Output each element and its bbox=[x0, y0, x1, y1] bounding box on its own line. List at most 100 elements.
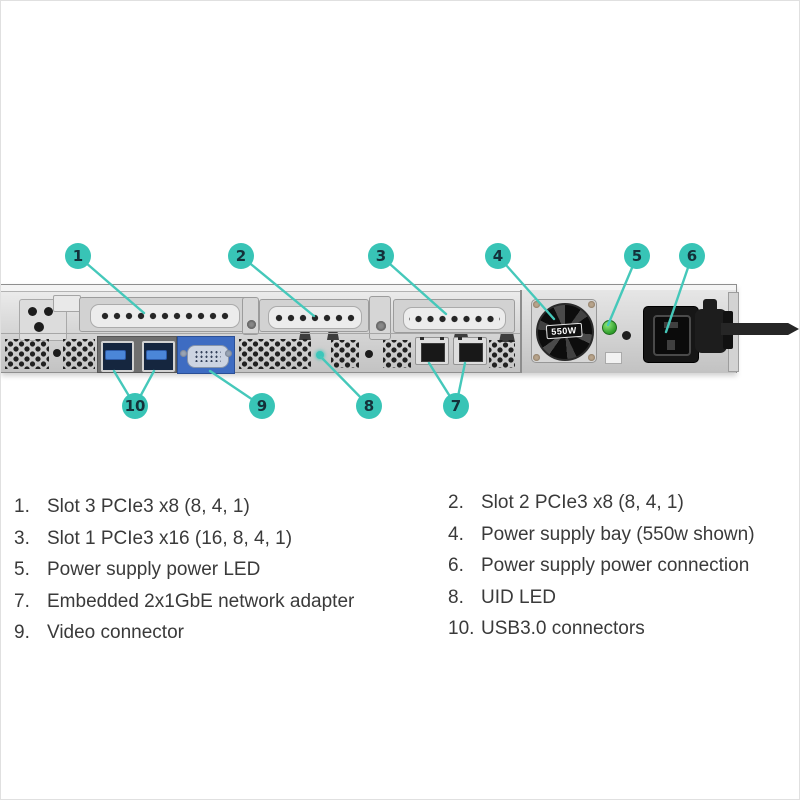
screw-hole bbox=[365, 350, 373, 358]
pcie-slot2-cover bbox=[268, 306, 362, 329]
callout-2: 2 bbox=[228, 243, 254, 269]
fan-screw bbox=[533, 354, 540, 361]
riser-tab bbox=[499, 333, 515, 342]
legend-number: 5. bbox=[14, 559, 30, 580]
legend-column-left: 1. Slot 3 PCIe3 x8 (8, 4, 1) 3. Slot 1 P… bbox=[14, 491, 424, 649]
center-bracket bbox=[369, 296, 391, 340]
port-led bbox=[478, 337, 482, 340]
pcie-slot2-perforations bbox=[274, 311, 356, 325]
rj45-jack bbox=[421, 343, 445, 362]
network-port-1 bbox=[415, 337, 449, 365]
legend-label: USB3.0 connectors bbox=[481, 618, 645, 639]
port-led bbox=[420, 337, 424, 340]
legend-label: Slot 3 PCIe3 x8 (8, 4, 1) bbox=[47, 496, 250, 517]
legend-label: Video connector bbox=[47, 622, 184, 643]
callout-5: 5 bbox=[624, 243, 650, 269]
legend-item-4: 4. Power supply bay (550w shown) bbox=[448, 519, 793, 551]
bracket-hole bbox=[44, 307, 53, 316]
legend-item-2: 2. Slot 2 PCIe3 x8 (8, 4, 1) bbox=[448, 487, 793, 519]
psu-screw bbox=[622, 331, 631, 340]
vent-holes bbox=[239, 339, 311, 369]
legend-label: Slot 2 PCIe3 x8 (8, 4, 1) bbox=[481, 492, 684, 513]
legend-label: Power supply bay (550w shown) bbox=[481, 523, 755, 545]
legend-number: 2. bbox=[448, 492, 464, 513]
callout-9: 9 bbox=[249, 393, 275, 419]
vga-screw bbox=[180, 350, 187, 357]
vga-connector bbox=[187, 345, 229, 368]
power-inlet bbox=[643, 306, 699, 363]
pcie-slot1-cover bbox=[403, 307, 506, 330]
legend-item-9: 9. Video connector bbox=[14, 617, 424, 649]
pcie-slot3-frame bbox=[79, 297, 249, 332]
callout-7: 7 bbox=[443, 393, 469, 419]
psu-fan: 550W bbox=[531, 299, 597, 363]
fan-screw bbox=[533, 301, 540, 308]
legend-label: Power supply power LED bbox=[47, 559, 261, 580]
callout-1: 1 bbox=[65, 243, 91, 269]
pcie-slot2-frame bbox=[259, 299, 369, 332]
legend-item-8: 8. UID LED bbox=[448, 582, 793, 614]
legend-item-1: 1. Slot 3 PCIe3 x8 (8, 4, 1) bbox=[14, 491, 424, 523]
callout-3: 3 bbox=[368, 243, 394, 269]
cable-arm-strap bbox=[721, 323, 799, 335]
legend-label: Slot 1 PCIe3 x16 (16, 8, 4, 1) bbox=[47, 527, 293, 549]
legend-number: 4. bbox=[448, 523, 464, 545]
chassis-top-lip bbox=[1, 285, 736, 292]
rj45-jack bbox=[459, 343, 483, 362]
legend-label: Embedded 2x1GbE network adapter bbox=[47, 590, 355, 612]
usb-tongue bbox=[106, 351, 125, 359]
screw bbox=[247, 320, 256, 329]
legend-number: 8. bbox=[448, 586, 464, 608]
legend-number: 7. bbox=[14, 590, 30, 612]
legend-label: Power supply power connection bbox=[481, 555, 750, 576]
legend-item-10: 10. USB3.0 connectors bbox=[448, 613, 793, 645]
callout-8: 8 bbox=[356, 393, 382, 419]
usb3-port-1 bbox=[101, 341, 134, 372]
pcie-slot1-frame bbox=[393, 299, 515, 333]
legend-number: 6. bbox=[448, 555, 464, 576]
uid-led bbox=[316, 351, 324, 359]
vga-pins bbox=[194, 350, 221, 362]
fan-screw bbox=[588, 301, 595, 308]
usb-tongue bbox=[147, 351, 166, 359]
video-connector-panel bbox=[177, 336, 235, 374]
usb-panel bbox=[97, 336, 177, 373]
callout-4: 4 bbox=[485, 243, 511, 269]
legend-number: 9. bbox=[14, 622, 30, 643]
port-led bbox=[440, 337, 444, 340]
screw-hole bbox=[53, 349, 61, 357]
pcie-slot1-perforations bbox=[409, 312, 500, 326]
riser-tab bbox=[327, 332, 339, 340]
bracket-hole bbox=[34, 322, 44, 332]
port-led bbox=[458, 337, 462, 340]
legend-number: 10. bbox=[448, 618, 475, 639]
fan-screw bbox=[588, 354, 595, 361]
callout-10: 10 bbox=[122, 393, 148, 419]
screw bbox=[376, 321, 386, 331]
legend-item-7: 7. Embedded 2x1GbE network adapter bbox=[14, 586, 424, 618]
pcie-slot3-cover bbox=[90, 304, 240, 328]
legend-label: UID LED bbox=[481, 586, 556, 608]
vent-holes bbox=[331, 340, 359, 368]
usb3-port-2 bbox=[142, 341, 175, 372]
psu-label-tag bbox=[605, 352, 622, 364]
legend-item-5: 5. Power supply power LED bbox=[14, 554, 424, 586]
legend-item-3: 3. Slot 1 PCIe3 x16 (16, 8, 4, 1) bbox=[14, 523, 424, 555]
riser-tab bbox=[299, 332, 311, 340]
vga-screw bbox=[225, 350, 232, 357]
legend-item-6: 6. Power supply power connection bbox=[448, 550, 793, 582]
server-rear-diagram: 550W bbox=[1, 1, 799, 471]
legend-number: 3. bbox=[14, 527, 30, 549]
vent-holes bbox=[5, 339, 49, 369]
chassis-divider bbox=[1, 333, 520, 334]
bracket-hole bbox=[28, 307, 37, 316]
power-inlet-socket bbox=[653, 315, 691, 356]
callout-6: 6 bbox=[679, 243, 705, 269]
vent-holes bbox=[489, 340, 515, 368]
riser-latch bbox=[242, 297, 259, 335]
network-port-2 bbox=[453, 337, 487, 365]
legend-column-right: 2. Slot 2 PCIe3 x8 (8, 4, 1) 4. Power su… bbox=[448, 487, 793, 645]
vent-holes bbox=[63, 339, 95, 369]
pcie-slot3-perforations bbox=[97, 309, 233, 323]
